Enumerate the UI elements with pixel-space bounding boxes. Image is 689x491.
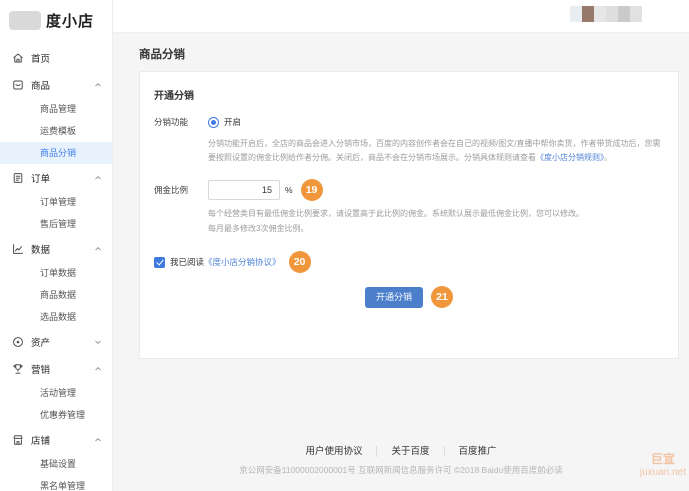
footer-link-user-agreement[interactable]: 用户使用协议 [305, 446, 363, 457]
data-chart-icon [12, 243, 24, 255]
submit-row: 开通分销 21 [154, 286, 664, 309]
sidebar-item-assets[interactable]: 资产 [0, 328, 112, 355]
marketing-trophy-icon [12, 363, 24, 375]
sidebar-item-data[interactable]: 数据 [0, 235, 112, 262]
footer-links: 用户使用协议 关于百度 百度推广 [113, 443, 689, 457]
sidebar-subitem-blacklist-manage[interactable]: 黑名单管理 [40, 481, 86, 491]
sidebar-subitem-aftersale-manage[interactable]: 售后管理 [40, 219, 77, 229]
watermark-line-1: 巨宣 [650, 451, 675, 466]
sidebar-item-label: 店铺 [31, 435, 51, 447]
distribution-toggle-row: 分销功能 开启 [154, 116, 664, 128]
sidebar: 度小店 首页 商品 商品管理 运费模板 商品分销 [0, 0, 113, 491]
commission-input[interactable] [208, 180, 280, 201]
main-area: 商品分销 开通分销 分销功能 开启 分销功能开启后，全店的商品会进入分销市场，百… [113, 0, 689, 491]
footer-link-baidu-promotion[interactable]: 百度推广 [443, 446, 497, 457]
chevron-down-icon [94, 338, 102, 346]
hint-line-1: 每个经营类目有最低佣金比例要求，请设置高于此比例的佣金。系统默认展示最低佣金比例… [208, 209, 584, 219]
radio-on-selected[interactable] [208, 116, 219, 128]
top-header [113, 0, 689, 33]
logo-blurred-mark [9, 10, 41, 30]
sidebar-item-label: 首页 [31, 53, 51, 65]
hint-line-2: 每月最多修改3次佣金比例。 [208, 223, 309, 233]
sidebar-subitem-order-manage[interactable]: 订单管理 [40, 197, 77, 207]
footer-icp-text: 京公网安备11000002000001号 互联网新闻信息服务许可 ©2018 B… [239, 465, 563, 475]
sidebar-nav: 首页 商品 商品管理 运费模板 商品分销 订单 [0, 40, 112, 491]
watermark-line-2: juxuan.net [639, 466, 686, 478]
sidebar-item-label: 数据 [31, 244, 51, 256]
annotation-badge-20: 20 [288, 251, 311, 274]
annotation-badge-19: 19 [300, 179, 323, 202]
sidebar-subitem-freight-template[interactable]: 运费模板 [40, 126, 77, 136]
sidebar-subitem-selection-data[interactable]: 选品数据 [40, 312, 77, 322]
agreement-link[interactable]: 《度小店分销协议》 [204, 257, 281, 268]
sidebar-subitem-basic-settings[interactable]: 基础设置 [40, 459, 77, 469]
sidebar-subitem-order-data[interactable]: 订单数据 [40, 268, 77, 278]
chevron-up-icon [94, 245, 102, 253]
commission-row: 佣金比例 % 19 [154, 179, 664, 202]
shop-store-icon [12, 434, 24, 446]
commission-hint: 每个经营类目有最低佣金比例要求，请设置高于此比例的佣金。系统默认展示最低佣金比例… [208, 207, 664, 236]
sidebar-item-orders[interactable]: 订单 [0, 164, 112, 191]
home-icon [12, 52, 24, 64]
radio-on-label: 开启 [224, 117, 242, 127]
agreement-checkbox-checked[interactable] [154, 256, 165, 268]
asset-coin-icon [12, 336, 24, 348]
sidebar-subitem-goods-manage[interactable]: 商品管理 [40, 104, 77, 114]
distribution-description: 分销功能开启后，全店的商品会进入分销市场，百度的内容创作者会在自己的视频/图文/… [208, 137, 664, 165]
page-title: 商品分销 [139, 49, 185, 61]
agreement-text: 我已阅读 [170, 257, 205, 268]
logo-text: 度小店 [46, 12, 95, 30]
sidebar-item-home[interactable]: 首页 [0, 44, 112, 71]
chevron-up-icon [94, 81, 102, 89]
sidebar-item-goods[interactable]: 商品 [0, 71, 112, 98]
percent-unit: % [285, 185, 293, 196]
sidebar-item-label: 订单 [31, 173, 51, 185]
sidebar-item-marketing[interactable]: 营销 [0, 355, 112, 382]
card-heading: 开通分销 [154, 91, 194, 102]
chevron-up-icon [94, 174, 102, 182]
sidebar-subitem-coupon-manage[interactable]: 优惠券管理 [40, 410, 86, 420]
distribution-label: 分销功能 [154, 117, 189, 127]
sidebar-item-label: 营销 [31, 364, 51, 376]
distribution-card: 开通分销 分销功能 开启 分销功能开启后，全店的商品会进入分销市场，百度的内容创… [139, 71, 679, 359]
order-icon [12, 172, 24, 184]
agreement-row: 我已阅读 《度小店分销协议》 20 [154, 251, 664, 274]
page-footer: 用户使用协议 关于百度 百度推广 京公网安备11000002000001号 互联网新… [113, 443, 689, 476]
description-line-2: 要按照设置的佣金比例给作者分佣。关闭后，商品不会在分销市场展示。分销具体规则请查… [208, 153, 612, 163]
chevron-up-icon [94, 365, 102, 373]
sidebar-item-label: 资产 [31, 337, 51, 349]
sidebar-item-shop[interactable]: 店铺 [0, 426, 112, 453]
distribution-rules-link[interactable]: 《度小店分销规则》 [536, 153, 604, 163]
footer-link-about-baidu[interactable]: 关于百度 [376, 446, 430, 457]
commission-label: 佣金比例 [154, 185, 189, 196]
redacted-user-block [570, 6, 642, 22]
description-line-1: 分销功能开启后，全店的商品会进入分销市场，百度的内容创作者会在自己的视频/图文/… [208, 139, 661, 148]
sidebar-subitem-goods-distribution[interactable]: 商品分销 [0, 142, 112, 164]
annotation-badge-21: 21 [431, 286, 453, 309]
logo: 度小店 [0, 0, 112, 40]
open-distribution-button[interactable]: 开通分销 [364, 286, 423, 308]
sidebar-subitem-activity-manage[interactable]: 活动管理 [40, 388, 77, 398]
goods-icon [12, 79, 24, 91]
chevron-up-icon [94, 436, 102, 444]
page-content: 商品分销 开通分销 分销功能 开启 分销功能开启后，全店的商品会进入分销市场，百… [113, 33, 689, 359]
sidebar-item-label: 商品 [31, 80, 51, 92]
sidebar-subitem-goods-data[interactable]: 商品数据 [40, 290, 77, 300]
watermark: 巨宣 juxuan.net [640, 452, 686, 480]
